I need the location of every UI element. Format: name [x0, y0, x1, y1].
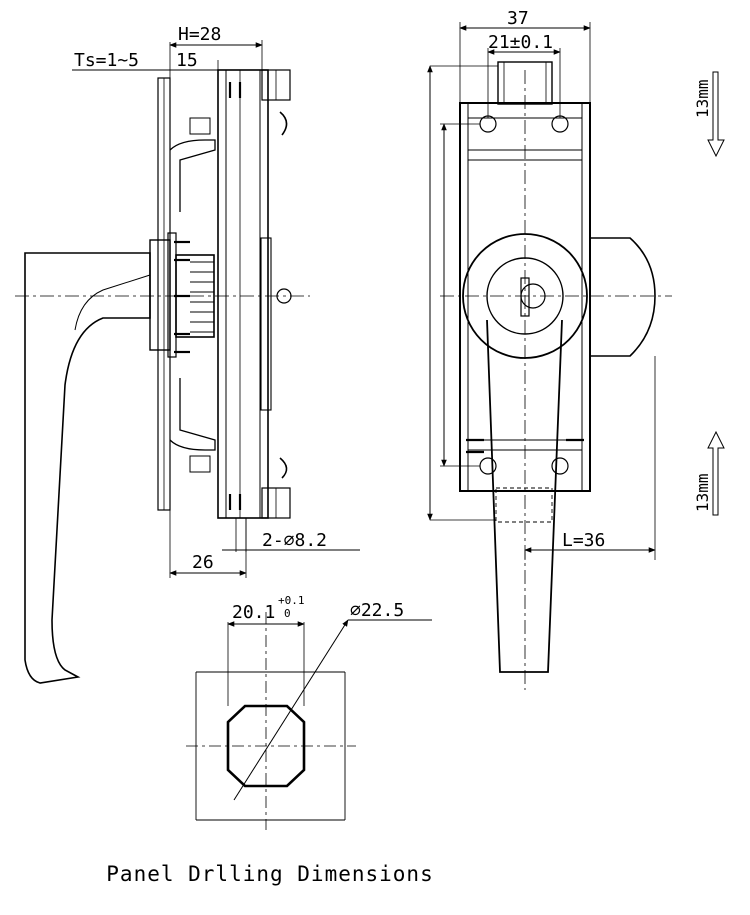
drawing-caption: Panel Drlling Dimensions	[106, 862, 434, 886]
dim-26-label: 26	[192, 552, 214, 573]
travel-arrow-down	[707, 71, 725, 158]
dim-15-label: 15	[176, 50, 198, 71]
dim-h-label: H=28	[178, 24, 221, 45]
travel-arrow-up	[707, 430, 725, 516]
dim-holes-label: 2-⌀8.2	[262, 530, 327, 551]
side-handle	[24, 252, 151, 684]
cutout-shape	[226, 704, 306, 788]
travel-arrows	[707, 71, 725, 516]
cutout-dia-label: ⌀22.5	[350, 600, 404, 621]
cutout-tol-plus: +0.1	[278, 594, 305, 607]
front-lever	[486, 319, 563, 673]
side-view	[15, 40, 360, 684]
dim-21-label: 21±0.1	[488, 32, 553, 53]
dim-l-label: L=36	[562, 530, 605, 551]
panel-cutout	[186, 612, 432, 830]
travel-top-label: 13mm	[693, 79, 712, 118]
cutout-tol-zero: 0	[284, 607, 291, 620]
dim-37-label: 37	[507, 8, 529, 29]
front-view	[427, 22, 672, 690]
dim-ts-label: Ts=1~5	[74, 50, 139, 71]
cutout-width-label: 20.1	[232, 602, 275, 623]
travel-bottom-label: 13mm	[693, 473, 712, 512]
